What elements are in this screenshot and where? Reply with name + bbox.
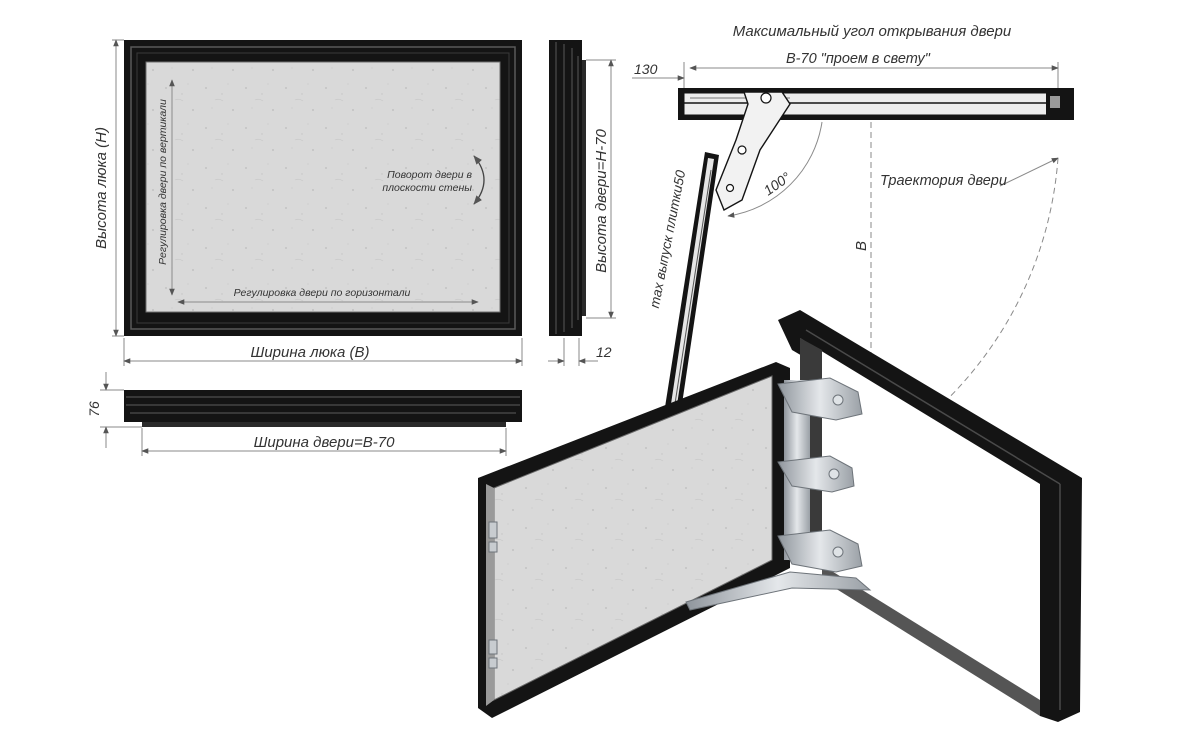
rotation-label-line1: Поворот двери в <box>387 169 472 181</box>
hatch-height-label: Высота люка (H) <box>93 127 110 249</box>
dim-76-label: 76 <box>86 401 102 417</box>
opening-angle-view: Максимальный угол открывания двери B-70 … <box>632 23 1074 520</box>
isometric-view <box>478 310 1082 722</box>
horizontal-adjust-label: Регулировка двери по горизонтали <box>234 287 411 299</box>
dim-b-label: B <box>853 241 870 251</box>
front-view: Регулировка двери по вертикали Регулиров… <box>93 39 523 366</box>
clear-opening-label: B-70 "проем в свету" <box>786 51 931 67</box>
tile-overhang-label: max выпуск плитки50 <box>647 169 689 310</box>
latch-icon <box>488 521 498 539</box>
max-angle-title: Максимальный угол открывания двери <box>733 23 1012 40</box>
side-view: Высота двери=H-70 12 <box>548 40 616 366</box>
latch-icon <box>488 639 498 655</box>
door-width-label: Ширина двери=B-70 <box>254 434 396 451</box>
hatch-width-label: Ширина люка (B) <box>251 344 370 361</box>
side-profile <box>549 40 582 336</box>
dim-12-label: 12 <box>596 344 612 360</box>
rotation-arrow-icon <box>473 155 485 205</box>
rotation-label-line2: плоскости стены <box>382 182 472 194</box>
angle-100-label: 100° <box>761 169 794 199</box>
hinge-section-icon <box>715 91 791 211</box>
door-panel <box>146 62 500 312</box>
dim-130-label: 130 <box>634 61 658 77</box>
door-height-label: Высота двери=H-70 <box>593 128 610 272</box>
door-trajectory-label: Траектория двери <box>880 173 1007 189</box>
hinge-icon <box>777 377 863 421</box>
hinge-icon <box>777 455 855 493</box>
bottom-profile-view: 76 Ширина двери=B-70 <box>86 372 522 456</box>
hinge-icon <box>777 529 863 573</box>
vertical-adjust-label: Регулировка двери по вертикали <box>157 99 169 265</box>
door-stay-arm <box>685 571 872 611</box>
